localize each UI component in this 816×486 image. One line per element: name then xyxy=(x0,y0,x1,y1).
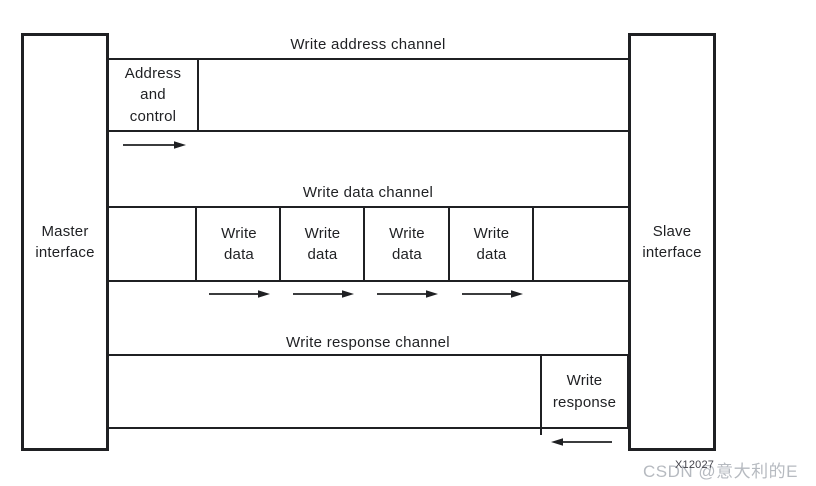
write-response-channel-top-line xyxy=(107,354,629,356)
write-data-label: Write data xyxy=(389,224,425,263)
master-interface-label: Master interface xyxy=(35,222,95,261)
arrow-right-icon xyxy=(462,290,523,298)
write-data-channel-label: Write data channel xyxy=(302,184,434,201)
write-response-box: Write response xyxy=(540,354,629,429)
arrow-right-icon xyxy=(377,290,438,298)
address-and-control-label: Address and control xyxy=(124,65,182,125)
write-data-label: Write data xyxy=(473,224,510,263)
write-data-box: Write data xyxy=(450,206,533,282)
write-address-channel-label: Write address channel xyxy=(290,36,446,53)
watermark-text: CSDN @意大利的E xyxy=(643,462,798,481)
arrow-right-icon xyxy=(209,290,270,298)
address-and-control-box: Address and control xyxy=(107,58,199,132)
master-interface-box: Master interface xyxy=(21,33,109,451)
write-address-channel-top-line xyxy=(107,58,629,60)
write-data-label: Write data xyxy=(221,224,257,263)
write-data-cell-divider xyxy=(448,206,450,282)
write-response-label: Write response xyxy=(552,372,617,411)
write-data-box: Write data xyxy=(281,206,364,282)
write-data-cell-divider xyxy=(532,206,534,282)
write-data-box: Write data xyxy=(365,206,449,282)
write-data-cell-divider xyxy=(279,206,281,282)
figure-code-text: X12027 xyxy=(675,459,715,471)
write-data-channel-top-line xyxy=(107,206,629,208)
arrow-right-icon xyxy=(123,141,186,149)
arrow-right-icon xyxy=(293,290,354,298)
arrow-left-icon xyxy=(551,438,612,446)
write-response-box-tick xyxy=(540,429,542,435)
write-address-channel-bottom-line xyxy=(107,130,629,132)
write-response-channel-bottom-line xyxy=(107,427,629,429)
write-data-cell-divider xyxy=(363,206,365,282)
write-response-channel-label: Write response channel xyxy=(286,334,450,351)
write-data-cell-divider xyxy=(195,206,197,282)
write-data-box: Write data xyxy=(197,206,281,282)
write-data-channel-bottom-line xyxy=(107,280,629,282)
slave-interface-label: Slave interface xyxy=(642,222,702,261)
write-data-label: Write data xyxy=(304,224,341,263)
slave-interface-box: Slave interface xyxy=(628,33,716,451)
